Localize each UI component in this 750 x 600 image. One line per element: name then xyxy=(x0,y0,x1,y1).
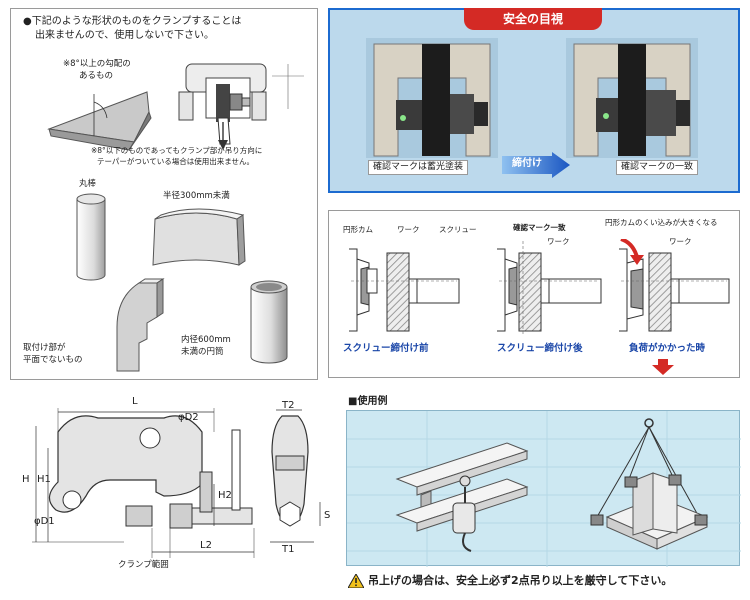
caption-before-tighten: スクリュー締付け前 xyxy=(343,343,429,354)
usage-heading: ■使用例 xyxy=(348,396,388,407)
caption-after-tighten: スクリュー締付け後 xyxy=(497,343,583,354)
label-cam: 円形カム xyxy=(343,225,373,234)
slope-note-1: ※8°以上の勾配の xyxy=(63,59,131,69)
dim-D1: φD1 xyxy=(34,516,55,527)
mount-note-2: 平面でないもの xyxy=(23,355,83,365)
label-work-1: ワーク xyxy=(397,225,420,234)
dim-S: S xyxy=(324,510,331,521)
slope-note-2: あるもの xyxy=(79,71,114,81)
label-luminous-mark: 確認マークは蓄光塗装 xyxy=(368,160,469,175)
clamp-photo-after xyxy=(566,38,698,158)
radius-note: 半径300mm未満 xyxy=(163,191,230,201)
label-work-2: ワーク xyxy=(547,237,570,246)
cylinder-note-2: 未満の円筒 xyxy=(181,347,224,357)
label-mark-match-2: 確認マーク一致 xyxy=(513,223,566,232)
taper-note-1: ※8°以下のものであってもクランプ部が吊り方向に xyxy=(91,146,263,155)
visual-check-panel: 安全の目視 確認マークは蓄光塗装 締付け 確認マークの一致 xyxy=(328,8,740,193)
visual-check-title: 安全の目視 xyxy=(464,8,602,30)
caption-under-load: 負荷がかかった時 xyxy=(629,343,706,354)
dim-T1: T1 xyxy=(282,544,295,555)
mechanism-panel: 円形カム ワーク スクリュー 確認マーク一致 ワーク 円形カムのくい込みが大きく… xyxy=(328,210,740,378)
round-bar-label: 丸棒 xyxy=(79,179,97,189)
taper-note-2: テーパーがついている場合は使用出来ません。 xyxy=(97,157,254,166)
unusable-shapes-panel: ●下記のような形状のものをクランプすることは 出来ませんので、使用しないで下さい… xyxy=(10,8,318,380)
warning-line-1: ●下記のような形状のものをクランプすることは xyxy=(23,16,242,27)
lifting-notice: 吊上げの場合は、安全上必ず2点吊り以上を厳守して下さい。 xyxy=(368,574,673,587)
label-mark-match: 確認マークの一致 xyxy=(616,160,699,175)
round-bar-illustration xyxy=(76,193,106,281)
dim-H: H xyxy=(22,474,30,485)
box-lift-illustration xyxy=(590,418,709,550)
label-bite: 円形カムのくい込みが大きくなる xyxy=(605,218,718,227)
diagram-before-tighten xyxy=(349,248,460,332)
label-screw: スクリュー xyxy=(439,225,477,234)
beam-lift-illustration xyxy=(395,442,529,552)
clamp-photo-before xyxy=(366,38,498,158)
cylinder-illustration xyxy=(250,280,288,364)
tapered-clamp-illustration xyxy=(178,63,304,150)
dim-D2: φD2 xyxy=(178,412,199,423)
tighten-arrow: 締付け xyxy=(502,152,570,178)
cylinder-note-1: 内径600mm xyxy=(181,335,231,345)
down-arrow-icon xyxy=(652,359,674,375)
label-work-3: ワーク xyxy=(669,237,692,246)
dim-T2: T2 xyxy=(282,400,295,411)
dim-L: L xyxy=(132,396,138,407)
diagram-under-load xyxy=(619,239,730,332)
mount-note-1: 取付け部が xyxy=(23,343,66,353)
dim-clamp-range: クランプ範囲 xyxy=(118,560,169,570)
tighten-arrow-label: 締付け xyxy=(512,158,542,169)
dim-L2: L2 xyxy=(200,540,212,551)
warning-line-2: 出来ませんので、使用しないで下さい。 xyxy=(35,30,214,41)
dimension-drawing xyxy=(32,408,321,558)
usage-example-panel xyxy=(346,410,741,567)
warning-triangle-icon xyxy=(348,574,364,588)
diagram-after-tighten xyxy=(497,241,602,335)
wedge-illustration xyxy=(47,91,152,151)
dim-H1: H1 xyxy=(37,474,51,485)
uneven-mount-illustration xyxy=(116,278,165,372)
dim-H2: H2 xyxy=(218,490,232,501)
curved-plate-illustration xyxy=(152,208,246,266)
